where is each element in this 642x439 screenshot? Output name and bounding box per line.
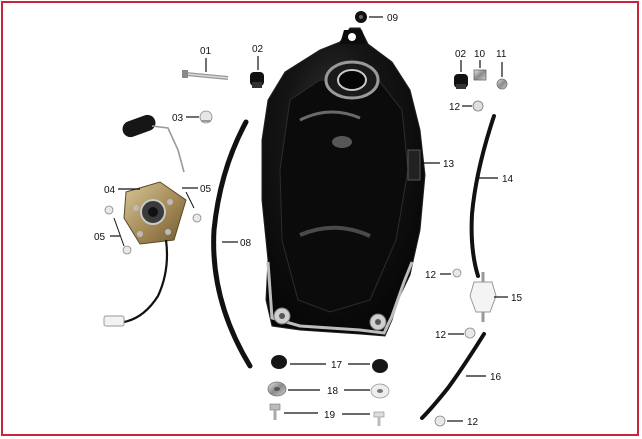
callout-05-left: 05 [94, 232, 106, 243]
callout-17: 17 [331, 360, 343, 371]
part-11-nut [496, 62, 508, 90]
part-01-bolt [182, 58, 229, 80]
part-04-fuel-sender [103, 114, 187, 327]
part-19-bolts [269, 403, 385, 426]
part-08-hose [211, 119, 253, 369]
callout-13: 13 [443, 159, 455, 170]
callout-01: 01 [200, 46, 212, 57]
callout-10: 10 [474, 49, 486, 60]
callout-02-left: 02 [252, 44, 264, 55]
callout-18: 18 [327, 386, 339, 397]
callout-15: 15 [511, 293, 523, 304]
callout-labels: 09 01 02 02 10 11 12 03 13 14 04 05 05 0… [94, 13, 523, 428]
part-18-washers [267, 381, 390, 399]
part-12-clamp-a [462, 100, 484, 112]
callout-12-lower: 12 [435, 330, 447, 341]
callout-19: 19 [324, 410, 336, 421]
part-16-hose [420, 332, 486, 420]
part-02-grommet-right [454, 60, 468, 89]
part-12-clamp-c [448, 327, 476, 339]
callout-03: 03 [172, 113, 184, 124]
callout-09: 09 [387, 13, 399, 24]
fuel-tank [261, 27, 426, 337]
callout-16: 16 [490, 372, 502, 383]
callout-05-right: 05 [200, 184, 212, 195]
part-12-clamp-d [434, 415, 463, 427]
part-17-rubber-mounts [271, 355, 388, 373]
part-12-clamp-b [440, 268, 462, 278]
callout-12-middle: 12 [425, 270, 437, 281]
callout-12-bottom: 12 [467, 417, 479, 428]
part-05-screws [104, 187, 202, 255]
part-15-fuel-filter [469, 272, 508, 322]
callout-11: 11 [496, 49, 507, 60]
part-09-grommet [355, 11, 383, 23]
part-14-hose [469, 114, 498, 278]
callout-12-top: 12 [449, 102, 461, 113]
callout-08: 08 [240, 238, 252, 249]
part-03-clip [186, 110, 213, 124]
callout-02-right: 02 [455, 49, 467, 60]
callout-14: 14 [502, 174, 514, 185]
part-02-grommet-left [250, 56, 264, 88]
callout-04: 04 [104, 185, 116, 196]
part-10-spacer [473, 60, 487, 81]
